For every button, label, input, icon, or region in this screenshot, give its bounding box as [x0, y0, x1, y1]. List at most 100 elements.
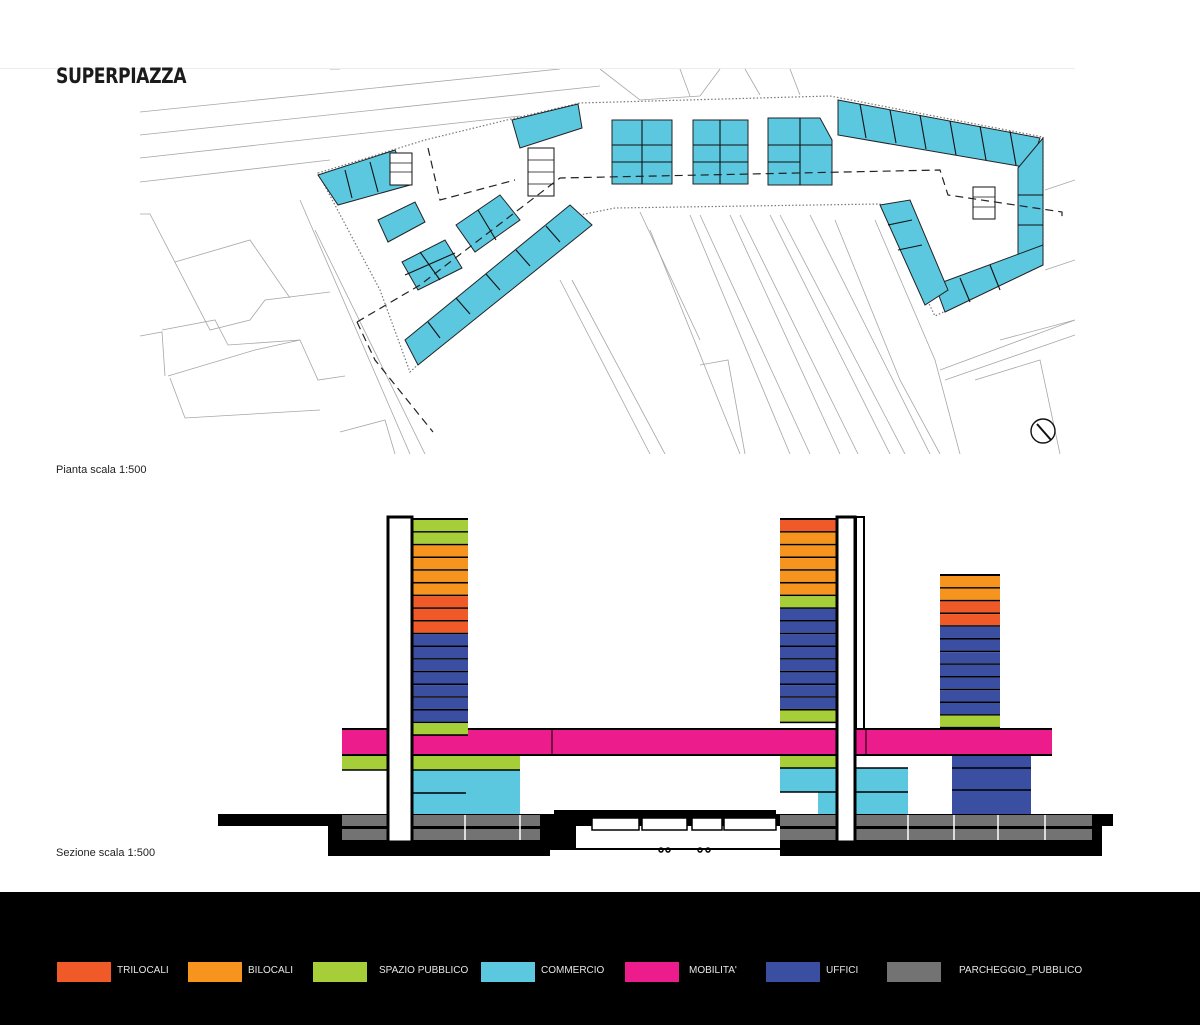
floor-slab [780, 670, 836, 673]
floor-slab [780, 556, 836, 559]
floor-slab [940, 625, 1000, 627]
legend-label: COMMERCIO [541, 965, 605, 976]
floor-slab [940, 637, 1000, 640]
floor-trilocali [940, 601, 1000, 613]
pedestrian-path [356, 147, 1063, 433]
floor-uffici [780, 621, 836, 633]
section-caption: Sezione scala 1:500 [56, 847, 156, 859]
legend-bar [0, 892, 1200, 1025]
floor-trilocali [940, 614, 1000, 626]
floor-slab [940, 599, 1000, 602]
floor-slab [940, 587, 1000, 589]
floor-slab [412, 594, 468, 597]
legend-label: MOBILITA' [689, 965, 737, 976]
floor-uffici [940, 639, 1000, 651]
tower-left [412, 518, 468, 736]
floor-spazio-pubblico [780, 596, 836, 608]
floor-spazio-pubblico [412, 723, 468, 735]
parking-levels [342, 815, 1092, 840]
floor-slab [780, 683, 836, 686]
tower-center [780, 518, 836, 724]
station-level [591, 817, 777, 853]
floor-trilocali [780, 520, 836, 532]
floor-uffici [412, 710, 468, 722]
floor-slab [412, 721, 468, 724]
legend-swatch [57, 962, 111, 982]
roof-slab [940, 574, 1000, 576]
roof-slab [780, 518, 836, 520]
floor-slab [780, 543, 836, 546]
legend-label: BILOCALI [248, 965, 294, 976]
floor-spazio-pubblico [780, 710, 836, 722]
floor-slab [412, 632, 468, 635]
floor-slab [412, 708, 468, 711]
floor-slab [780, 696, 836, 698]
floor-uffici [940, 664, 1000, 676]
floor-trilocali [412, 608, 468, 620]
legend-swatch [766, 962, 820, 982]
floor-slab [780, 607, 836, 609]
floor-slab [940, 714, 1000, 716]
roof-slab [412, 518, 468, 520]
floor-slab [940, 663, 1000, 665]
floor-uffici [940, 690, 1000, 702]
right-podium [952, 756, 1031, 814]
floor-spazio-pubblico [412, 532, 468, 544]
floor-bilocali [780, 545, 836, 557]
floor-uffici [780, 608, 836, 620]
floor-slab [412, 607, 468, 609]
floor-uffici [412, 647, 468, 659]
floor-slab [780, 721, 836, 724]
floor-bilocali [940, 576, 1000, 588]
site-plan [140, 69, 1075, 454]
plan-caption: Pianta scala 1:500 [56, 464, 147, 476]
floor-slab [780, 708, 836, 711]
legend-label: TRILOCALI [117, 965, 169, 976]
floor-uffici [780, 659, 836, 671]
legend-label: SPAZIO PUBBLICO [379, 965, 469, 976]
floor-trilocali [412, 596, 468, 608]
floor-uffici [412, 672, 468, 684]
floor-slab [412, 658, 468, 660]
legend-label: UFFICI [826, 965, 859, 976]
floor-slab [412, 569, 468, 571]
floor-bilocali [412, 570, 468, 582]
floor-slab [780, 569, 836, 571]
floor-slab [780, 658, 836, 660]
floor-slab [780, 531, 836, 533]
floor-spazio-pubblico [412, 520, 468, 532]
floor-slab [780, 581, 836, 584]
floor-slab [412, 543, 468, 546]
floor-slab [780, 645, 836, 647]
legend-label: PARCHEGGIO_PUBBLICO [959, 965, 1083, 976]
floor-uffici [780, 685, 836, 697]
floor-bilocali [780, 570, 836, 582]
floor-bilocali [780, 558, 836, 570]
floor-slab [940, 612, 1000, 615]
floor-bilocali [412, 545, 468, 557]
tower-right [940, 574, 1000, 729]
floor-uffici [412, 659, 468, 671]
floor-bilocali [780, 532, 836, 544]
vertical-cores [386, 515, 865, 844]
floor-slab [780, 620, 836, 622]
floor-uffici [780, 697, 836, 709]
floor-uffici [780, 634, 836, 646]
floor-bilocali [412, 558, 468, 570]
legend-swatch [887, 962, 941, 982]
legend-swatch [188, 962, 242, 982]
legend-swatch [481, 962, 535, 982]
floor-uffici [412, 697, 468, 709]
floor-uffici [940, 677, 1000, 689]
page-title: SUPERPIAZZA [56, 64, 187, 88]
floor-slab [780, 632, 836, 635]
north-arrow-icon [1030, 418, 1056, 444]
floor-spazio-pubblico [940, 715, 1000, 727]
floor-slab [412, 581, 468, 584]
floor-bilocali [412, 583, 468, 595]
floor-uffici [940, 626, 1000, 638]
floor-slab [412, 734, 468, 736]
floor-uffici [412, 634, 468, 646]
floor-slab [780, 594, 836, 597]
floor-uffici [780, 647, 836, 659]
